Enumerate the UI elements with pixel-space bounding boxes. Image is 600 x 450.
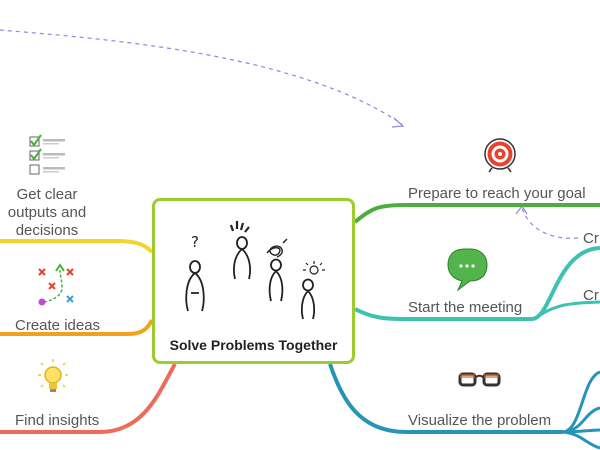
branch-label-outputs-line-3: decisions	[15, 222, 79, 239]
branch-outputs	[0, 239, 154, 254]
target-icon	[484, 138, 516, 173]
branch-insights	[0, 363, 177, 434]
sub-branch-label-truncated-top[interactable]: Cr	[583, 230, 599, 247]
arrowhead-right	[515, 204, 528, 215]
central-topic-card[interactable]: ? Solve Problems Together	[152, 198, 355, 364]
branch-label-visualize[interactable]: Visualize the problem	[408, 412, 552, 429]
branch-label-ideas[interactable]: Create ideas	[15, 317, 101, 334]
strategy-board-icon	[38, 263, 74, 306]
person-exclaim-icon	[229, 221, 251, 280]
person-idea-icon	[300, 261, 325, 320]
branch-start	[354, 246, 600, 321]
branch-visualize	[328, 363, 563, 434]
branch-label-start[interactable]: Start the meeting	[408, 299, 523, 316]
svg-text:?: ?	[191, 233, 199, 251]
checklist-icon	[29, 134, 65, 175]
branch-start-sub	[539, 300, 600, 317]
central-topic-title: Solve Problems Together	[169, 337, 338, 353]
dashed-relation-arrow	[0, 29, 403, 125]
sub-branch-label-truncated-bottom[interactable]: Cr	[583, 287, 599, 304]
glasses-icon	[458, 372, 501, 387]
branch-label-prepare[interactable]: Prepare to reach your goal	[408, 185, 586, 202]
lightbulb-icon	[38, 359, 68, 392]
branch-label-outputs-line-2: outputs and	[7, 204, 87, 221]
team-illustration: ?	[185, 221, 325, 320]
branch-visualize-sub-4	[562, 430, 600, 450]
chat-bubble-icon	[447, 248, 488, 292]
person-question-icon: ?	[185, 233, 205, 312]
person-confused-icon	[266, 238, 288, 302]
branch-label-insights[interactable]: Find insights	[15, 412, 100, 429]
dashed-relation-arrow-right	[521, 207, 579, 239]
branch-label-outputs[interactable]: Get clear outputs and decisions	[0, 186, 94, 240]
branch-prepare	[353, 203, 600, 224]
branch-ideas	[0, 319, 154, 336]
branch-label-outputs-line-1: Get clear	[16, 186, 78, 203]
arrowhead	[391, 117, 405, 128]
